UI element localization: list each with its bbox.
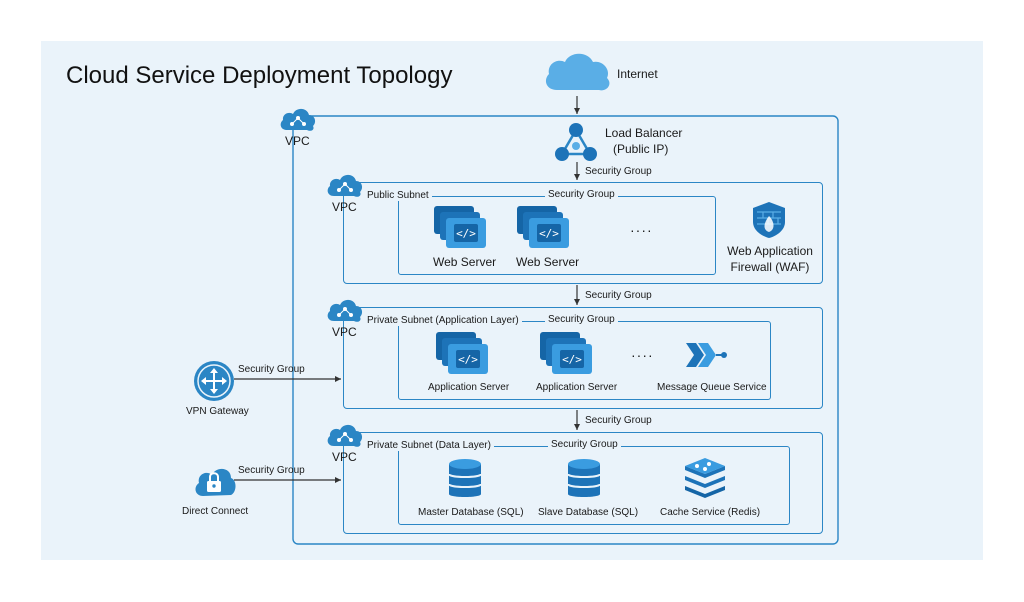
public-vpc-label: VPC: [332, 200, 357, 214]
web-server-label: Web Server: [516, 255, 580, 269]
cache-service-label: Cache Service (Redis): [660, 507, 761, 518]
app-subnet-label: Private Subnet (Application Layer): [364, 315, 522, 326]
vpc-cloud-icon: [280, 108, 316, 131]
security-group-label: Security Group: [545, 314, 618, 325]
waf-sublabel: Firewall (WAF): [730, 260, 810, 274]
data-security-group-box: Security Group: [398, 439, 790, 525]
outer-vpc-label: VPC: [285, 134, 310, 148]
internet-label: Internet: [617, 67, 658, 81]
web-server-label: Web Server: [433, 255, 497, 269]
public-subnet-label: Public Subnet: [364, 190, 432, 201]
vpc-cloud-icon: [327, 424, 363, 447]
outer-vpc-frame: [292, 115, 839, 545]
security-group-label: Security Group: [548, 439, 621, 450]
internet-cloud-icon: [545, 53, 610, 91]
message-queue-label: Message Queue Service: [657, 382, 767, 393]
security-group-label: Security Group: [238, 364, 305, 375]
more-servers-ellipsis: ····: [631, 347, 654, 363]
public-subnet-frame: [343, 182, 823, 284]
security-group-label: Security Group: [585, 166, 652, 177]
app-subnet-frame: [343, 307, 823, 409]
public-security-group-box: Security Group: [398, 189, 716, 275]
load-balancer-label: Load Balancer: [605, 126, 683, 140]
app-security-group-box: Security Group: [398, 314, 771, 400]
firewall-icon: [753, 202, 785, 238]
security-group-label: Security Group: [585, 290, 652, 301]
vpn-gateway-label: VPN Gateway: [186, 406, 249, 417]
data-subnet-label: Private Subnet (Data Layer): [364, 440, 494, 451]
data-vpc-label: VPC: [332, 450, 357, 464]
diagram-canvas: [41, 41, 983, 560]
application-server-icon: </>: [540, 332, 592, 374]
direct-connect-label: Direct Connect: [182, 506, 249, 517]
database-icon: [448, 459, 482, 497]
load-balancer-icon: [555, 123, 597, 161]
vpc-cloud-icon: [327, 299, 363, 322]
security-group-label: Security Group: [585, 415, 652, 426]
web-server-icon: </>: [517, 206, 569, 248]
vpc-cloud-icon: [327, 174, 363, 197]
cache-redis-icon: [685, 458, 725, 498]
security-group-label: Security Group: [238, 465, 305, 476]
page-title: Cloud Service Deployment Topology: [66, 62, 453, 89]
more-servers-ellipsis: ····: [630, 222, 653, 238]
data-subnet-frame: [343, 432, 823, 534]
svg-text:</>: </>: [539, 227, 559, 240]
app-vpc-label: VPC: [332, 325, 357, 339]
slave-database-label: Slave Database (SQL): [538, 507, 639, 518]
security-group-label: Security Group: [545, 189, 618, 200]
svg-text:</>: </>: [458, 353, 478, 366]
application-server-label: Application Server: [536, 382, 618, 393]
application-server-label: Application Server: [428, 382, 510, 393]
web-server-icon: </>: [434, 206, 486, 248]
application-server-icon: </>: [436, 332, 488, 374]
message-queue-icon: [686, 343, 727, 367]
master-database-label: Master Database (SQL): [418, 507, 524, 518]
waf-label: Web Application: [727, 244, 813, 258]
svg-text:</>: </>: [562, 353, 582, 366]
svg-text:</>: </>: [456, 227, 476, 240]
vpn-gateway-icon: [194, 361, 234, 401]
load-balancer-sublabel: (Public IP): [613, 142, 669, 156]
database-icon: [567, 459, 601, 497]
direct-connect-icon: [195, 468, 236, 496]
